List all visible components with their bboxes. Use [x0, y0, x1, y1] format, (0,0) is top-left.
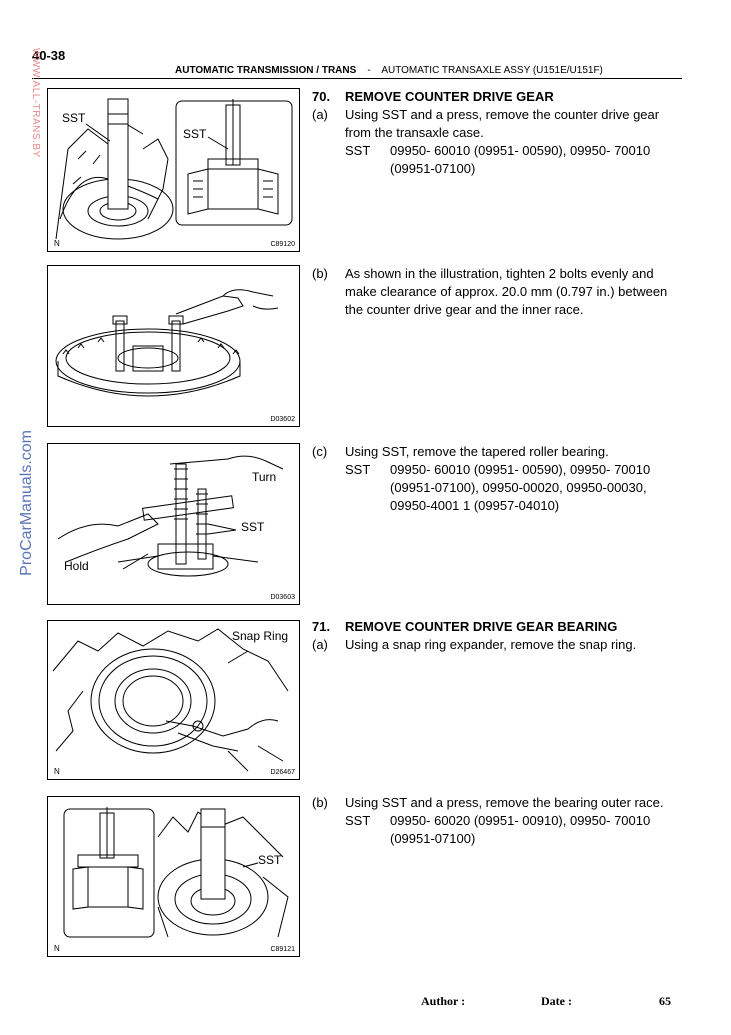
- figure-illustration: [52, 628, 289, 772]
- figure-label: SST: [258, 853, 282, 867]
- sst-codes: 09950- 60010 (09951- 00590), 09950- 7001…: [390, 462, 651, 477]
- instruction-line: the counter drive gear and the inner rac…: [345, 302, 584, 317]
- figure-illustration: [63, 807, 289, 938]
- footer-date: Date :: [541, 994, 572, 1008]
- instruction-line: Using SST and a press, remove the counte…: [345, 107, 660, 122]
- figure-label: SST: [241, 520, 265, 534]
- figure-bearing-puller: Turn SST Hold D03603: [47, 443, 300, 605]
- figure-illustration: [55, 289, 279, 397]
- figure-bolts-tighten: D03602: [47, 265, 300, 427]
- substep-marker: (b): [312, 795, 328, 810]
- instruction-line: As shown in the illustration, tighten 2 …: [345, 266, 654, 281]
- substep-marker: (b): [312, 266, 328, 281]
- figure-code: D03603: [270, 594, 295, 601]
- figure-illustration: [57, 455, 284, 577]
- step-number: 70.: [312, 89, 331, 104]
- header-section: AUTOMATIC TRANSMISSION / TRANS: [175, 65, 357, 76]
- step-number: 71.: [312, 619, 331, 634]
- figure-illustration: [55, 98, 293, 240]
- header-title: AUTOMATIC TRANSAXLE ASSY (U151E/U151F): [381, 65, 603, 76]
- instruction-line: Using a snap ring expander, remove the s…: [345, 637, 637, 652]
- running-header: AUTOMATIC TRANSMISSION / TRANS - AUTOMAT…: [175, 65, 603, 76]
- figure-bearing-outer-race: SST N C89121: [47, 796, 300, 957]
- instruction-line: make clearance of approx. 20.0 mm (0.797…: [345, 284, 668, 299]
- figure-label: SST: [183, 127, 207, 141]
- sst-codes: (09951-07100), 09950-00020, 09950-00030,: [390, 480, 647, 495]
- footer-author: Author :: [421, 994, 466, 1008]
- figure-code: D26467: [270, 769, 295, 776]
- header-separator: -: [367, 65, 371, 76]
- substep-marker: (a): [312, 637, 328, 652]
- north-mark: N: [54, 767, 60, 776]
- sst-codes: 09950- 60020 (09951- 00910), 09950- 7001…: [390, 813, 651, 828]
- watermark-side: ProCarManuals.com: [18, 430, 35, 576]
- sst-label: SST: [345, 462, 371, 477]
- sst-label: SST: [345, 813, 371, 828]
- watermark-url: WWW.ALL-TRANS.BY: [30, 48, 41, 158]
- figure-counter-drive-gear-press: SST SST N C89120: [47, 88, 300, 252]
- north-mark: N: [54, 944, 60, 953]
- figure-label: SST: [62, 111, 86, 125]
- sst-codes: (09951-07100): [390, 831, 476, 846]
- sst-codes: 09950-4001 1 (09957-04010): [390, 498, 560, 513]
- instruction-line: Using SST and a press, remove the bearin…: [345, 795, 664, 810]
- north-mark: N: [54, 239, 60, 248]
- figure-label: Turn: [252, 470, 277, 484]
- instruction-line: Using SST, remove the tapered roller bea…: [345, 444, 609, 459]
- figure-code: C89120: [270, 241, 295, 248]
- figure-snap-ring: Snap Ring N D26467: [47, 620, 300, 780]
- step-title: REMOVE COUNTER DRIVE GEAR BEARING: [345, 619, 618, 634]
- sst-codes: 09950- 60010 (09951- 00590), 09950- 7001…: [390, 143, 651, 158]
- figure-code: D03602: [270, 416, 295, 423]
- substep-marker: (c): [312, 444, 328, 459]
- substep-marker: (a): [312, 107, 328, 122]
- step-title: REMOVE COUNTER DRIVE GEAR: [345, 89, 554, 104]
- sst-codes: (09951-07100): [390, 161, 476, 176]
- sst-label: SST: [345, 143, 371, 158]
- figure-label: Snap Ring: [232, 629, 289, 643]
- figure-label: Hold: [64, 559, 89, 573]
- page-number: 40-38: [32, 48, 66, 63]
- header-rule: [32, 78, 682, 79]
- footer-page-number: 65: [659, 994, 671, 1008]
- instruction-line: from the transaxle case.: [345, 125, 484, 140]
- figure-code: C89121: [270, 946, 295, 953]
